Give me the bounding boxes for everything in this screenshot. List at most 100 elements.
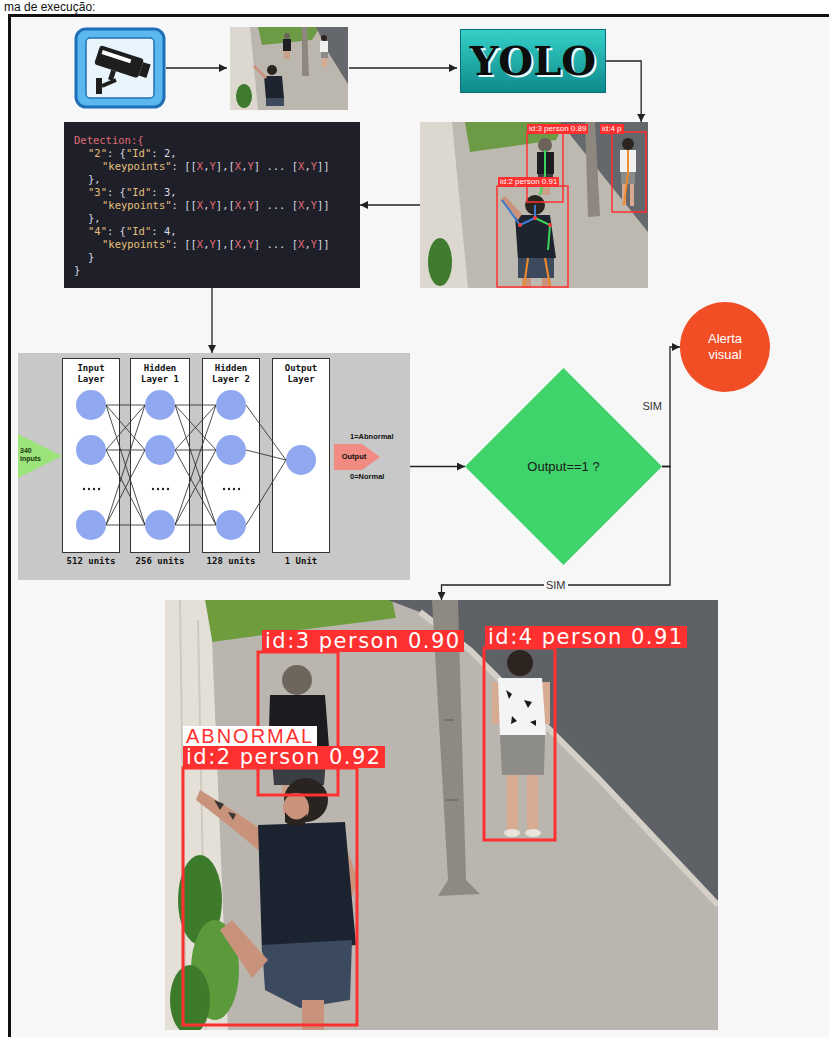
frame-line	[8, 14, 11, 1037]
network-weights	[106, 405, 286, 525]
neuron	[216, 510, 246, 540]
code-token: ,	[203, 238, 209, 250]
code-token: X	[235, 199, 241, 211]
bbox-tag: id:2 person 0.91	[498, 177, 559, 187]
code-token: Y	[210, 199, 216, 211]
annotated-photo	[585, 122, 600, 217]
code-token: Y	[210, 238, 216, 250]
code-token: ]]	[317, 160, 330, 172]
code-token: ,	[241, 199, 247, 211]
result-photo	[446, 799, 458, 801]
bbox-tag: id:4 p	[600, 124, 624, 134]
result-photo	[220, 920, 268, 978]
annotated-photo	[538, 138, 552, 152]
code-token: ] ... [	[254, 199, 298, 211]
annotated-photo	[524, 258, 528, 286]
flow-arrow	[606, 61, 641, 122]
frame-line	[8, 14, 829, 17]
layer-title: Hidden Layer 1	[131, 363, 189, 385]
flow-arrow	[211, 288, 212, 353]
code-token: "keypoints"	[102, 160, 172, 172]
code-token: X	[197, 160, 203, 172]
frame-line	[8, 14, 829, 1037]
json-code-box: Detection:{"2": {"Id": 2,"keypoints": [[…	[64, 122, 360, 288]
code-line: "3": {"Id": 3,	[74, 186, 177, 199]
code-token: ],[	[216, 238, 235, 250]
flow-arrow	[360, 204, 420, 205]
ellipsis-dots	[162, 488, 164, 490]
unit-count: 256 units	[125, 556, 195, 567]
status-tag: ABNORMAL	[183, 726, 317, 746]
result-photo	[525, 829, 541, 837]
ellipsis-dots	[233, 488, 235, 490]
camera-icon	[86, 38, 154, 98]
result-photo	[444, 719, 454, 721]
code-token: "Id"	[126, 147, 151, 159]
result-photo	[183, 768, 357, 1025]
ellipsis-dots	[167, 488, 169, 490]
code-token: ,	[203, 160, 209, 172]
neuron	[216, 390, 246, 420]
camera-photo	[316, 27, 348, 84]
camera-photo	[264, 76, 284, 99]
code-token: Detection:{	[74, 134, 144, 146]
code-line: },	[74, 212, 101, 225]
annotated-photo	[612, 132, 646, 212]
network-panel	[18, 353, 410, 580]
code-line: "keypoints": [[X,Y],[X,Y] ... [X,Y]]	[74, 238, 330, 251]
camera-photo	[230, 27, 348, 110]
neuron	[76, 435, 106, 465]
code-token: Y	[210, 160, 216, 172]
logo-text: YOLO	[470, 38, 596, 84]
code-token: Y	[247, 160, 253, 172]
alert-circle-shape	[680, 302, 770, 392]
code-token: : [[	[172, 238, 197, 250]
camera-photo	[284, 33, 290, 39]
code-token: "keypoints"	[102, 238, 172, 250]
yolo-logo: YOLO	[460, 29, 606, 93]
code-line: "2": {"Id": 2,	[74, 147, 177, 160]
code-line: "4": {"Id": 4,	[74, 225, 177, 238]
layer-column: Input Layer512 units	[62, 358, 120, 553]
annotated-frame: id:3 person 0.89id:4 pid:2 person 0.91	[420, 122, 648, 288]
decision-text: Output==1 ?	[527, 459, 599, 474]
annotated-photo	[497, 186, 568, 287]
code-line: Detection:{	[74, 134, 144, 147]
bbox-tag: id:4 person 0.91	[485, 626, 687, 648]
code-token: "Id"	[126, 186, 151, 198]
camera-icon	[94, 45, 144, 78]
neuron	[145, 510, 175, 540]
camera-photo	[230, 27, 258, 110]
code-token: X	[197, 199, 203, 211]
annotated-photo	[545, 258, 550, 286]
class-note: 0=Normal	[350, 472, 384, 482]
result-photo	[258, 652, 338, 795]
annotated-photo	[535, 218, 550, 250]
camera-photo	[322, 58, 327, 67]
alert-circle: Alerta visual	[680, 302, 770, 392]
code-token: X	[298, 238, 304, 250]
code-token: ] ... [	[254, 160, 298, 172]
layer-column: Hidden Layer 2128 units	[202, 358, 260, 553]
annotated-photo	[515, 215, 556, 260]
code-token: X	[235, 160, 241, 172]
flow-arrow	[166, 67, 227, 68]
camera-photo	[254, 66, 266, 78]
bbox-tag: id:3 person 0.90	[262, 630, 464, 652]
annotated-photo	[548, 223, 552, 227]
code-token: ,	[241, 238, 247, 250]
code-token: "4"	[88, 225, 107, 237]
result-photo	[165, 600, 718, 1030]
annotated-photo	[630, 184, 634, 206]
caption-fragment: ma de execução:	[4, 0, 95, 14]
code-token: : 4,	[151, 225, 176, 237]
code-token: ,	[304, 160, 310, 172]
result-frame: id:3 person 0.90 id:4 person 0.91ABNORMAL…	[165, 600, 718, 1030]
result-photo	[500, 735, 545, 775]
code-token: "keypoints"	[102, 199, 172, 211]
code-token: },	[88, 173, 101, 185]
annotated-photo	[622, 138, 634, 150]
ellipsis-dots	[88, 488, 90, 490]
result-photo	[214, 800, 236, 820]
